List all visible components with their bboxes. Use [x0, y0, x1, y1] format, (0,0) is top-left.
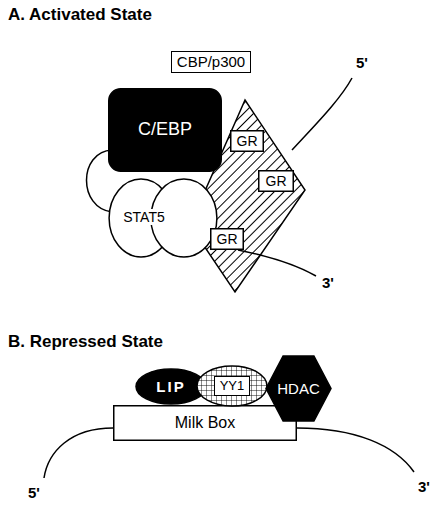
repressor-ellipse: YY1: [196, 365, 268, 407]
enzyme-hexagon: HDAC: [265, 355, 332, 422]
state-heading: A. Activated State: [8, 5, 152, 25]
dna-strand: [44, 428, 113, 478]
receptor-box: GR: [258, 170, 294, 192]
box-shape: [114, 406, 297, 441]
promoter-box: Milk Box: [113, 405, 297, 441]
ellipse-shape: [197, 366, 267, 406]
box-shape: [109, 89, 222, 172]
strand-end: 3': [322, 274, 334, 292]
receptor-box: GR: [230, 130, 264, 152]
dna-strand: [297, 428, 414, 472]
ellipse-shape: [136, 369, 206, 404]
dimer-ellipses: STAT5: [108, 178, 218, 258]
strand-end: 5': [356, 54, 368, 72]
dna-strand: [238, 250, 316, 276]
box-shape: [231, 131, 264, 152]
strand-end: 3': [418, 478, 430, 496]
factor-label: STAT5: [120, 209, 168, 226]
repressor-label: YY1: [214, 376, 251, 396]
strand-end: 5': [28, 484, 40, 502]
factor-box: C/EBP: [108, 88, 222, 172]
box-shape: [259, 171, 294, 192]
hexagon-shape: [266, 356, 331, 421]
coactivator-label: CBP/p300: [171, 51, 251, 73]
box-shape: [211, 229, 244, 250]
repressor-label: LIP: [156, 378, 185, 396]
receptor-label: GR: [217, 231, 238, 248]
promoter-label: Milk Box: [175, 413, 235, 432]
dna-strand: [292, 78, 352, 150]
receptor-label: GR: [237, 133, 258, 150]
receptor-box: GR: [210, 228, 244, 250]
state-heading: B. Repressed State: [8, 332, 163, 352]
receptor-label: GR: [266, 173, 287, 190]
enzyme-label: HDAC: [277, 380, 320, 398]
trapezoid-shape: [98, 38, 367, 292]
coactivator-trapezoid: CBP/p300C/EBPSTAT5GRGRGR: [98, 38, 367, 292]
factor-label: C/EBP: [138, 119, 192, 141]
repressor-ellipse: LIP: [135, 368, 207, 405]
